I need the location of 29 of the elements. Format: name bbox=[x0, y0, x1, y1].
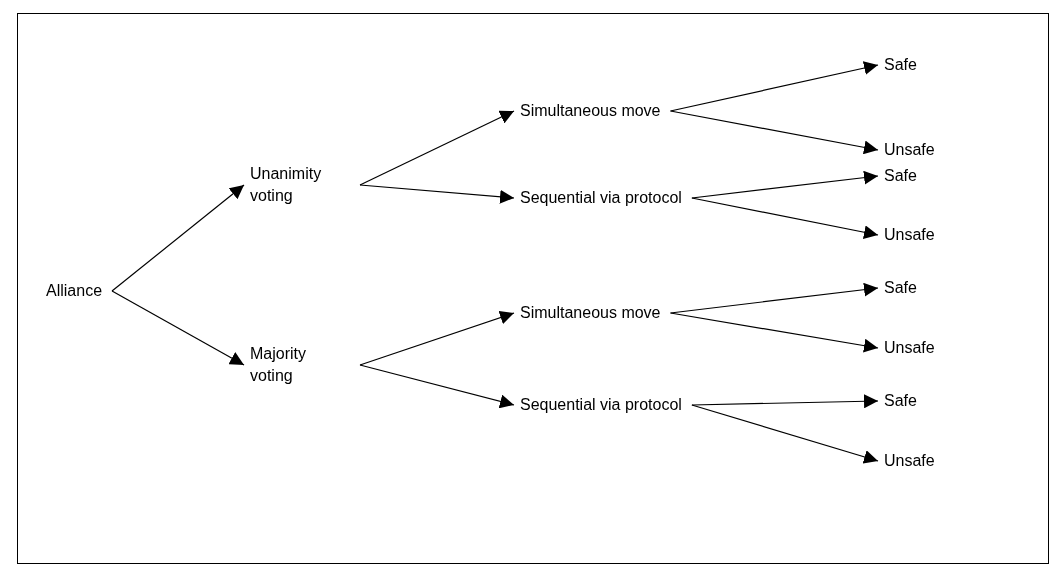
node-label: Safe bbox=[884, 165, 917, 187]
node-label: Safe bbox=[884, 390, 917, 412]
arrow bbox=[359, 364, 515, 409]
node-label: Unsafe bbox=[884, 139, 935, 161]
arrow bbox=[359, 310, 515, 366]
arrow bbox=[691, 170, 879, 199]
node-label: Sequential via protocol bbox=[520, 394, 682, 416]
arrow bbox=[691, 197, 879, 240]
node-label: Safe bbox=[884, 277, 917, 299]
arrow bbox=[691, 404, 879, 464]
node-label: Sequential via protocol bbox=[520, 187, 682, 209]
node-label: Majority voting bbox=[250, 343, 350, 387]
arrow bbox=[359, 184, 515, 204]
node-label: Unanimity voting bbox=[250, 163, 350, 207]
node-label: Unsafe bbox=[884, 337, 935, 359]
arrow bbox=[669, 282, 879, 314]
arrow bbox=[111, 290, 245, 366]
node-label: Alliance bbox=[46, 280, 103, 302]
node-label: Unsafe bbox=[884, 224, 935, 246]
arrow bbox=[669, 61, 879, 112]
node-label: Simultaneous move bbox=[520, 302, 661, 324]
node-label: Unsafe bbox=[884, 450, 935, 472]
arrow bbox=[111, 184, 245, 292]
arrow bbox=[691, 394, 879, 409]
node-label: Safe bbox=[884, 54, 917, 76]
arrow bbox=[669, 312, 879, 353]
node-label: Simultaneous move bbox=[520, 100, 661, 122]
arrow bbox=[669, 110, 879, 155]
arrow bbox=[359, 110, 515, 186]
